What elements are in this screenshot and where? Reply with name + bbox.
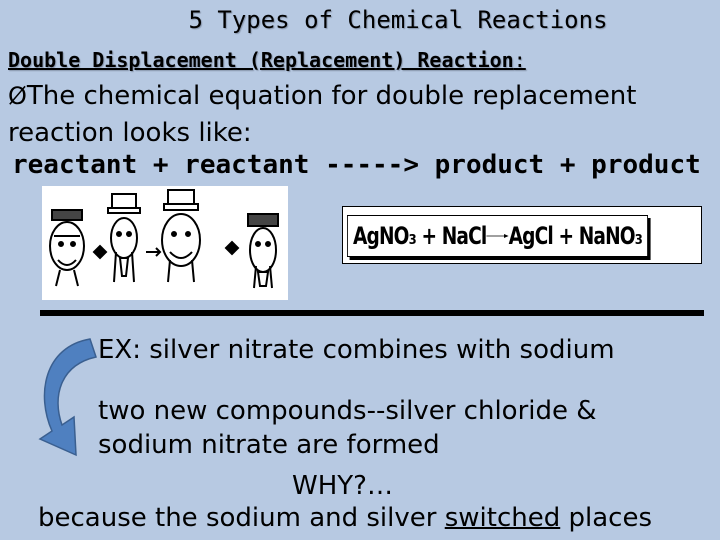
cartoon-svg <box>49 189 279 289</box>
general-equation: reactant + reactant -----> product + pro… <box>12 150 701 180</box>
bullet-text: The chemical equation for double replace… <box>8 81 637 148</box>
divider-rule <box>40 310 704 316</box>
silver-nitrate-equation-box: AgNO₃ + NaCl AgCl + NaNO₃ <box>342 206 702 264</box>
person-3-icon <box>161 189 201 283</box>
bullet-marker-icon: Ø <box>8 82 27 110</box>
swapping-people-cartoon-icon <box>42 186 288 300</box>
subtitle-colon: : <box>513 48 526 72</box>
equation-reactants: AgNO₃ + NaCl <box>353 222 487 250</box>
slide-title: 5 Types of Chemical Reactions <box>188 6 608 34</box>
bullet-paragraph: ØThe chemical equation for double replac… <box>8 78 708 152</box>
subtitle-text: Double Displacement (Replacement) Reacti… <box>8 48 514 72</box>
why-question: WHY?… <box>292 471 393 501</box>
result-text: two new compounds--silver chloride & sod… <box>98 396 597 460</box>
switched-emphasis: switched <box>444 503 561 533</box>
explanation-suffix: places <box>560 503 652 533</box>
explanation-text: because the sodium and silver switched p… <box>38 503 652 533</box>
curved-arrow-icon <box>38 338 97 457</box>
person-4-icon <box>247 213 279 289</box>
reaction-arrow-icon <box>486 234 509 238</box>
person-1-icon <box>49 209 85 287</box>
section-subtitle: Double Displacement (Replacement) Reacti… <box>8 48 526 72</box>
explanation-prefix: because the sodium and silver <box>38 503 445 533</box>
person-2-icon <box>107 193 141 283</box>
example-text: EX: silver nitrate combines with sodium <box>98 335 615 365</box>
equation-frame: AgNO₃ + NaCl AgCl + NaNO₃ <box>347 215 648 257</box>
equation-products: AgCl + NaNO₃ <box>508 222 643 250</box>
